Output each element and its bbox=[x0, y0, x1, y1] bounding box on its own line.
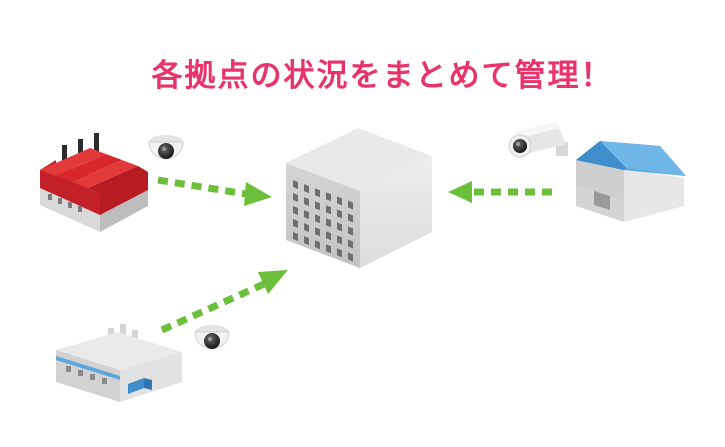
building-window bbox=[348, 226, 353, 236]
building-window bbox=[326, 244, 331, 254]
building-window bbox=[293, 206, 298, 215]
building-window bbox=[348, 252, 353, 262]
arrow-left-to-center bbox=[157, 176, 272, 206]
building-window bbox=[337, 248, 342, 258]
building-window bbox=[304, 197, 309, 207]
building-window bbox=[315, 188, 320, 198]
building-window bbox=[337, 209, 342, 219]
building-window bbox=[348, 200, 353, 210]
building-window bbox=[326, 205, 331, 215]
building-window bbox=[293, 193, 298, 202]
building-window bbox=[326, 231, 331, 241]
building-window bbox=[326, 192, 331, 202]
building-window bbox=[337, 235, 342, 245]
building-window bbox=[315, 214, 320, 224]
bullet-camera-icon bbox=[508, 122, 568, 158]
building-window bbox=[293, 219, 298, 228]
dome-camera-icon bbox=[194, 325, 230, 350]
building-window bbox=[326, 218, 331, 228]
building-window bbox=[348, 239, 353, 249]
building-window bbox=[337, 196, 342, 206]
plant-facility-icon bbox=[56, 324, 182, 402]
blue-warehouse-icon bbox=[576, 141, 686, 222]
arrow-bottom-to-center bbox=[160, 270, 288, 334]
headline: 各拠点の状況をまとめて管理！ bbox=[151, 58, 614, 94]
arrow-right-to-center bbox=[448, 181, 552, 203]
building-window bbox=[348, 213, 353, 223]
building-window bbox=[293, 180, 298, 189]
building-window bbox=[304, 236, 309, 246]
headquarters-building-icon bbox=[286, 128, 432, 268]
building-window bbox=[304, 184, 309, 194]
red-factory-icon bbox=[40, 133, 148, 232]
building-window bbox=[293, 232, 298, 241]
building-window bbox=[304, 210, 309, 220]
building-window bbox=[337, 222, 342, 232]
building-window bbox=[315, 201, 320, 211]
building-window bbox=[315, 227, 320, 237]
building-window bbox=[315, 240, 320, 250]
building-window bbox=[304, 223, 309, 233]
dome-camera-icon bbox=[148, 135, 184, 160]
